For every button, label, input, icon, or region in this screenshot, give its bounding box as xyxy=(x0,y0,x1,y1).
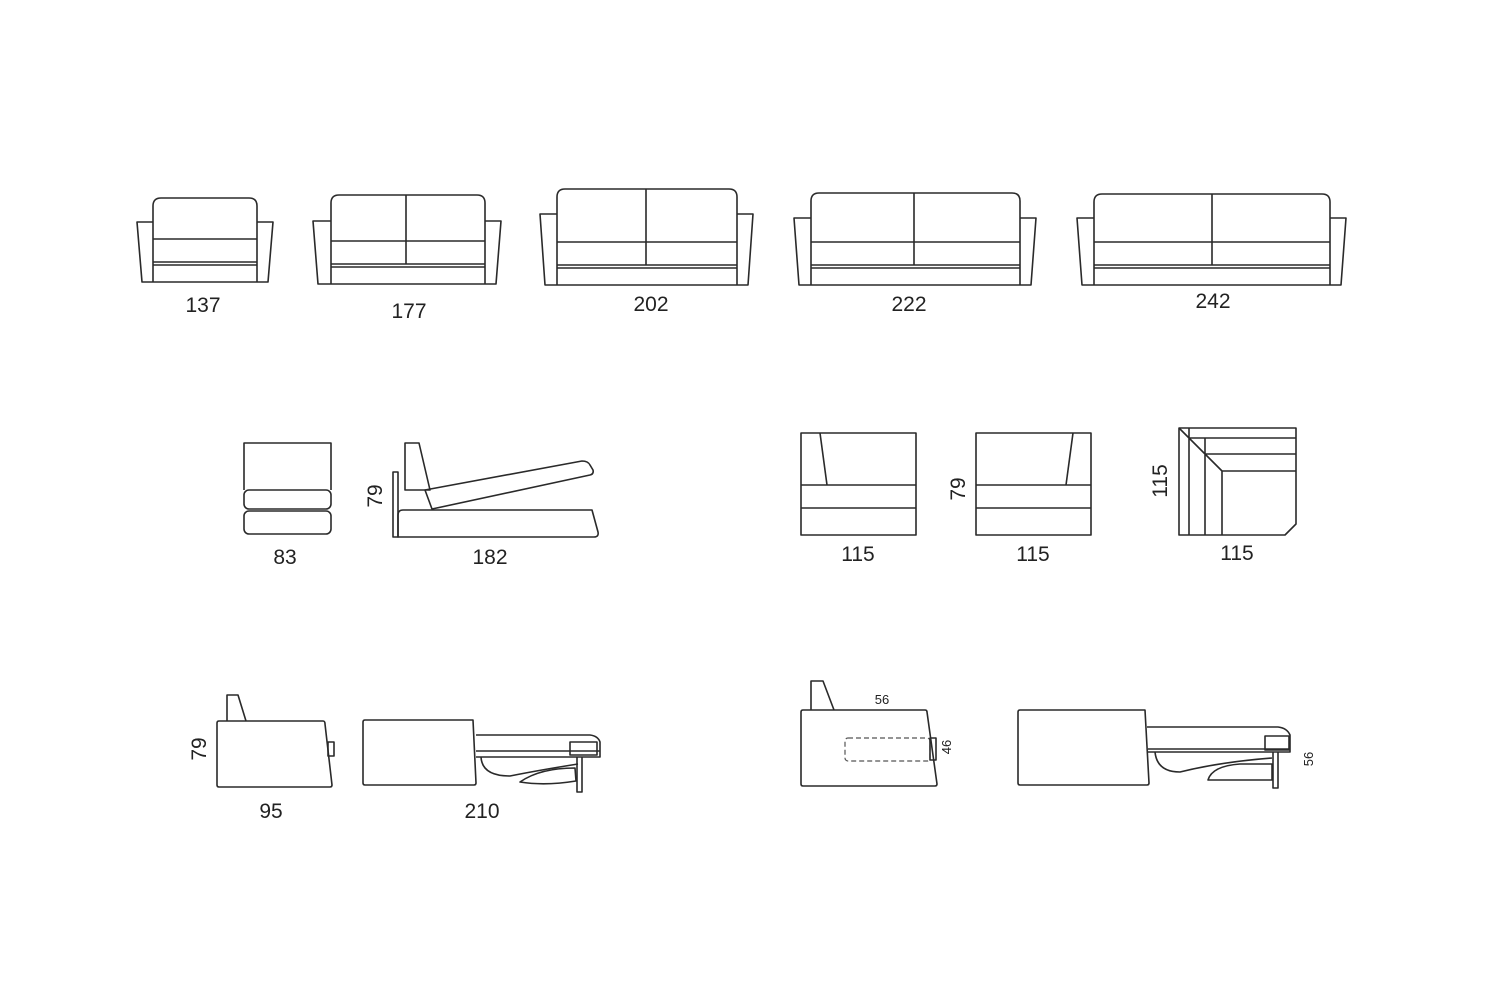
dimension-label: 115 xyxy=(841,543,874,566)
dimension-label: 242 xyxy=(1195,290,1230,313)
sofa-bed-closed-side-view: 56 46 xyxy=(800,680,954,787)
sofa-bed-open-view: 210 xyxy=(362,719,601,823)
dimension-label: 95 xyxy=(259,800,282,823)
arm-unit-left-view: 115 xyxy=(800,432,917,566)
sofa-front-view-137: 137 xyxy=(136,197,274,317)
sofa-front-view-202: 202 xyxy=(539,188,754,316)
sofa-front-view-222: 222 xyxy=(793,192,1037,316)
dimension-label: 222 xyxy=(891,293,926,316)
arm-unit-right-view: 79 115 xyxy=(947,432,1092,566)
sofa-outline xyxy=(539,188,754,286)
dimension-label: 182 xyxy=(472,546,507,569)
dimension-label: 79 xyxy=(947,477,970,500)
corner-unit-view: 115 115 xyxy=(1149,427,1297,565)
dimension-label: 79 xyxy=(188,737,211,760)
sofa-side-view: 79 95 xyxy=(188,694,335,823)
sofa-bed-open-side-view: 56 xyxy=(1017,709,1316,789)
sofa-front-view-242: 242 xyxy=(1076,193,1347,313)
dimension-label: 202 xyxy=(633,293,668,316)
dimension-label: 79 xyxy=(364,484,387,507)
sofa-outline xyxy=(793,192,1037,286)
sofa-outline xyxy=(1076,193,1347,286)
dimension-label: 115 xyxy=(1220,542,1253,565)
recliner-side-view: 79 182 xyxy=(364,442,599,569)
dimension-label: 56 xyxy=(1301,752,1316,766)
dimension-label: 115 xyxy=(1149,464,1172,497)
chair-front-view: 83 xyxy=(243,442,332,569)
dimension-label: 56 xyxy=(875,692,889,707)
dimension-label: 83 xyxy=(273,546,296,569)
dimension-label: 210 xyxy=(464,800,499,823)
dimension-label: 115 xyxy=(1016,543,1049,566)
dimension-label: 46 xyxy=(939,740,954,754)
dimension-label: 177 xyxy=(391,300,426,323)
sofa-outline xyxy=(136,197,274,283)
sofa-outline xyxy=(312,194,502,285)
dimension-label: 137 xyxy=(185,294,220,317)
sofa-front-view-177: 177 xyxy=(312,194,502,323)
